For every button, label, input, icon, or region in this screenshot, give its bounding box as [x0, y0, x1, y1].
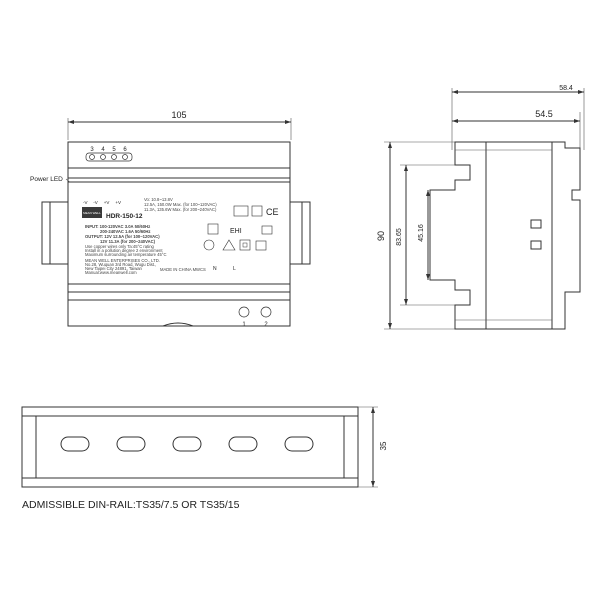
company-3: New Taipei City 24891, Taiwan — [85, 266, 143, 271]
ul-mark-icon — [203, 239, 215, 251]
input-line-2: 200-240VAC 1.6A 50/60Hz — [100, 229, 151, 234]
housing-base — [67, 299, 291, 327]
din-clip-right — [289, 201, 311, 265]
vent-slot — [530, 240, 542, 250]
rail-height-label: 35 — [379, 441, 388, 450]
arrow-left — [68, 120, 74, 124]
width-dim-label: 105 — [171, 110, 186, 120]
terminal-number: 2 — [264, 322, 268, 328]
eac-mark-icon: EHI — [230, 228, 242, 235]
screw-icon — [238, 306, 250, 318]
screw-icon — [89, 154, 95, 160]
arrow-right — [285, 120, 291, 124]
vent-slot — [530, 219, 542, 229]
output-line-1: OUTPUT: 12V 12.5A (for 100~120VAC) — [85, 234, 160, 239]
arrow — [578, 90, 584, 94]
din-rail-caption: ADMISSIBLE DIN-RAIL:TS35/7.5 OR TS35/15 — [22, 499, 240, 511]
model-name: HDR-150-12 — [106, 213, 143, 220]
depth-body-label: 54.5 — [535, 109, 553, 119]
fine-print-3: Maximum surrounding air temperature 45°C — [85, 252, 167, 257]
output-terminal-block: 3 4 5 6 — [85, 147, 133, 162]
current-note-2: 11.3A, 135.6W Max. (for 200~240VAC) — [144, 207, 217, 212]
neutral-label: N — [213, 266, 217, 272]
height-label: 90 — [376, 231, 386, 241]
terminal-strip — [85, 152, 133, 162]
terminal-number: 4 — [101, 147, 105, 153]
depth-total-label: 58.4 — [559, 85, 573, 92]
tuv-mark-icon — [251, 205, 263, 217]
ul-listed-icon — [207, 223, 219, 235]
arrow — [371, 481, 375, 487]
company-4: Manual:www.meanwell.com — [85, 270, 137, 275]
screw-icon — [260, 306, 272, 318]
arrow — [426, 274, 430, 280]
rail-slot — [172, 436, 202, 452]
arrow — [452, 90, 458, 94]
ce-mark-icon: CE — [266, 207, 279, 217]
rail-slot — [284, 436, 314, 452]
din-release-tab — [162, 322, 194, 327]
front-view: 105 3 4 5 6 Power LED — [30, 110, 311, 328]
inner-height-1-label: 83.65 — [396, 228, 403, 246]
screw-icon — [111, 154, 117, 160]
arrow — [574, 119, 580, 123]
terminal-number: 6 — [123, 147, 127, 153]
screw-icon — [122, 154, 128, 160]
input-terminal-block: 1 2 — [238, 306, 272, 328]
line-label: L — [233, 266, 236, 272]
terminal-polarity: -V-V+V+V — [83, 200, 121, 205]
class-ii-inner — [242, 242, 248, 248]
rail-slot — [116, 436, 146, 452]
fine-print-1: Use copper wires only Ta:45°C rating — [85, 244, 155, 249]
arrow — [404, 299, 408, 305]
arrow — [404, 165, 408, 171]
output-line-2: 12V 11.3A (for 200~240VAC) — [100, 239, 156, 244]
din-clip-left — [41, 201, 69, 265]
ccc-mark-icon — [261, 225, 273, 235]
meanwell-logo — [82, 207, 102, 218]
brand-logo-text: MEAN WELL — [83, 211, 101, 215]
rail-slot — [60, 436, 90, 452]
cb-mark-icon — [233, 205, 249, 217]
inner-height-2-label: 45.16 — [418, 224, 425, 242]
input-line-1: INPUT: 100-120VAC 3.0A 50/60Hz — [85, 224, 150, 229]
side-profile-outline — [429, 141, 581, 330]
housing-main — [67, 181, 291, 285]
fine-print-2: Install in a pollution degree 2 environm… — [85, 248, 163, 253]
product-label: -V-V+V+V MEAN WELL HDR-150-12 Vo: 10.8~1… — [82, 197, 279, 275]
power-led-label: Power LED — [30, 176, 63, 183]
made-in-label: MADE IN CHINA MWCS — [160, 267, 206, 272]
company-1: MEAN WELL ENTERPRISES CO., LTD. — [85, 258, 160, 263]
side-view: 58.4 54.5 90 83.65 45.16 — [376, 85, 585, 330]
arrow — [388, 142, 392, 148]
terminal-number: 5 — [112, 147, 116, 153]
current-note-1: 12.5A, 150.0W Max. (for 100~120VAC) — [144, 202, 217, 207]
adj-note: Vo: 10.8~13.8V — [144, 197, 173, 202]
arrow — [452, 119, 458, 123]
din-rail-view: 35 — [21, 406, 388, 488]
arrow — [426, 190, 430, 196]
warning-triangle-icon — [222, 239, 236, 251]
company-2: No.28, Wuquan 3rd Road, Wugu Dist., — [85, 262, 156, 267]
housing-top — [67, 141, 291, 183]
terminal-number: 1 — [242, 322, 246, 328]
arrow — [388, 323, 392, 329]
terminal-number: 3 — [90, 147, 94, 153]
arrow — [371, 407, 375, 413]
screw-icon — [100, 154, 106, 160]
rail-slot — [228, 436, 258, 452]
indoor-use-icon — [255, 240, 267, 251]
